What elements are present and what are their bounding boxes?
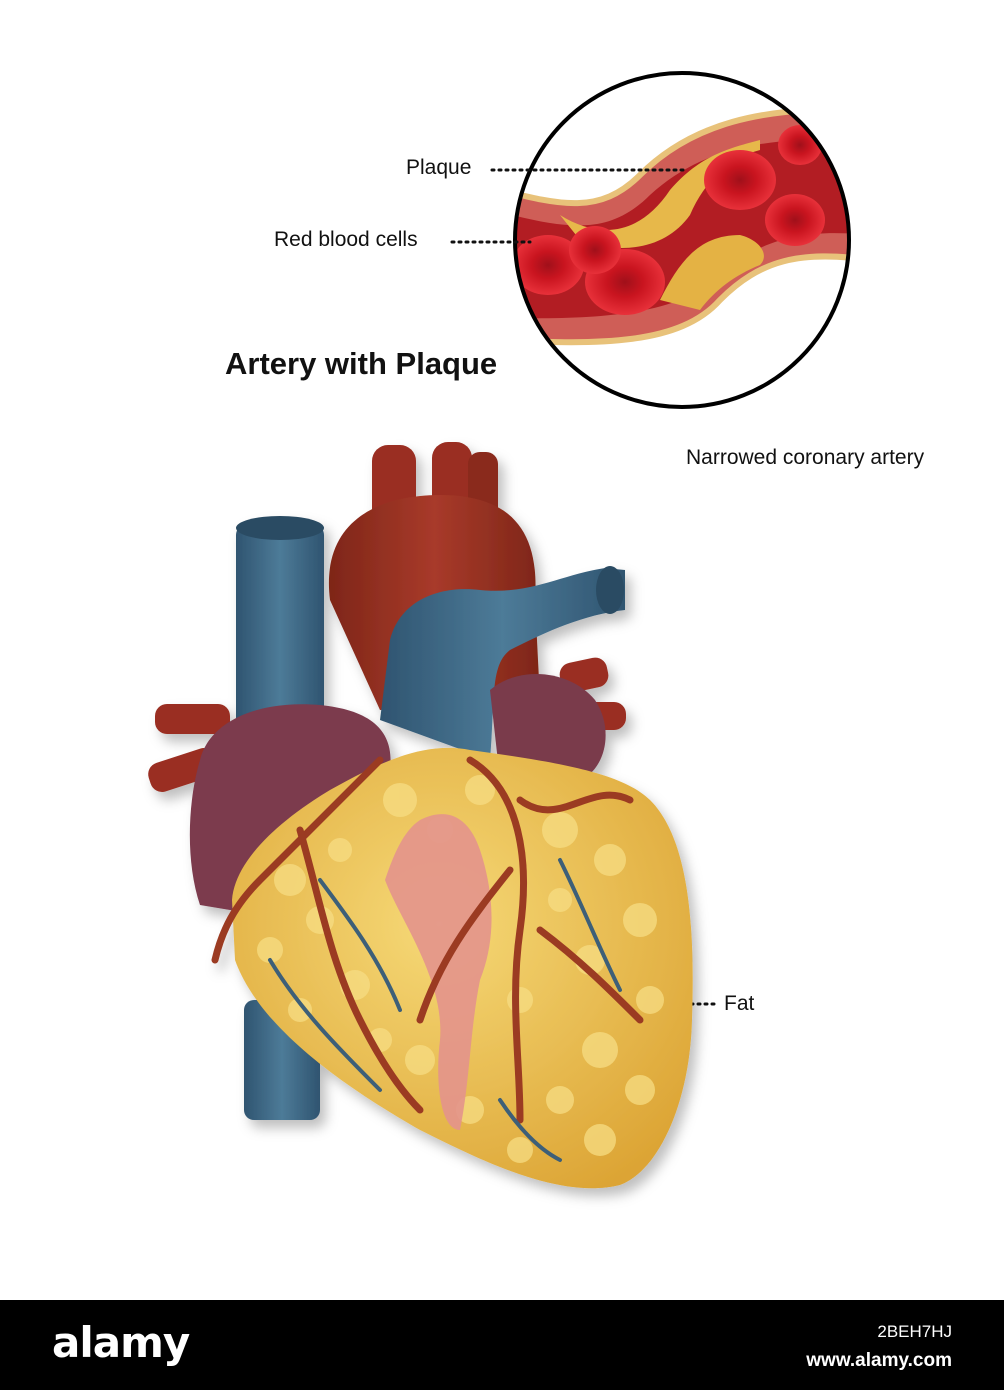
red-blood-cell [569, 226, 621, 274]
image-id: 2BEH7HJ [877, 1322, 952, 1341]
red-blood-cell [765, 194, 825, 246]
plaque-label: Plaque [406, 156, 472, 179]
red-blood-cell [778, 125, 822, 165]
plaque-deposit [660, 235, 764, 310]
pulmonary-artery [380, 568, 625, 760]
alamy-logo: alamy [52, 1318, 190, 1367]
diagram-canvas: Plaque Red blood cells Artery with Plaqu… [148, 71, 925, 1189]
diagram-title: Artery with Plaque [225, 346, 498, 381]
red-blood-cell [515, 235, 584, 295]
narrowed-artery-label: Narrowed coronary artery [686, 446, 925, 469]
watermark-bar [0, 1300, 1004, 1390]
artery-zoom-circle [513, 71, 851, 409]
superior-vena-cava [236, 525, 324, 735]
coronary-arteries [211, 756, 644, 1124]
left-atrium [490, 673, 606, 780]
right-atrium [189, 704, 391, 915]
heart-illustration [148, 71, 851, 1189]
pulmonary-vein [155, 704, 230, 734]
red-blood-cell [704, 150, 776, 210]
red-blood-cells-label: Red blood cells [274, 228, 418, 251]
heart [148, 442, 693, 1189]
fat-label: Fat [724, 992, 755, 1015]
cardiac-veins [268, 858, 622, 1162]
site-url: www.alamy.com [806, 1350, 952, 1371]
